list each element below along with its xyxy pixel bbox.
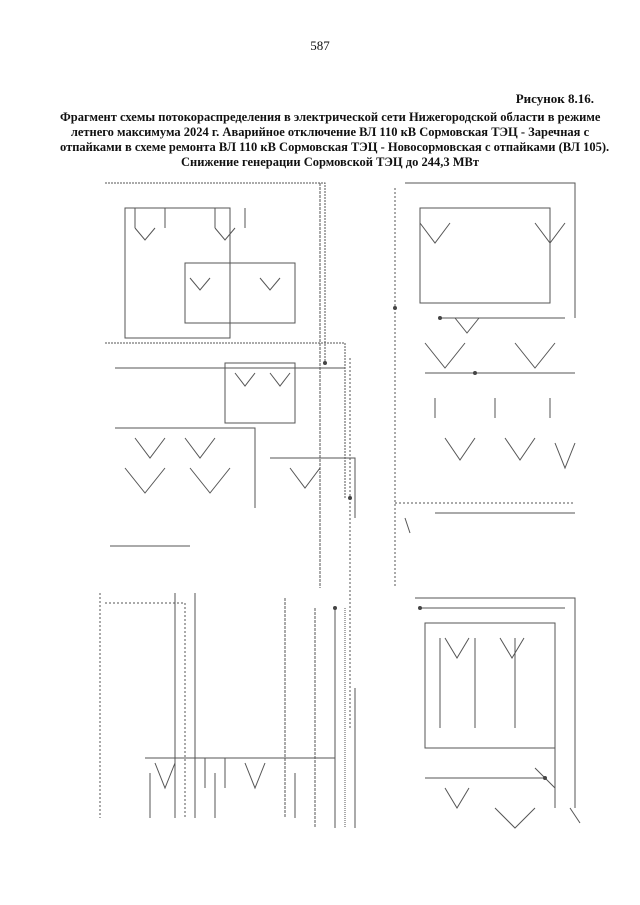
caption-line: Снижение генерации Сормовской ТЭЦ до 244…	[181, 155, 479, 169]
schematic-drawing	[99, 182, 581, 829]
caption-line: Фрагмент схемы потокораспределения в эле…	[60, 110, 601, 124]
caption-line: летнего максимума 2024 г. Аварийное откл…	[70, 125, 590, 139]
power-flow-schematic	[95, 168, 595, 848]
figure-caption: Фрагмент схемы потокораспределения в эле…	[60, 110, 610, 170]
caption-line: отпайками в схеме ремонта ВЛ 110 кВ Сорм…	[60, 140, 610, 154]
figure-label: Рисунок 8.16.	[515, 91, 594, 106]
page-number: 587	[310, 38, 330, 53]
